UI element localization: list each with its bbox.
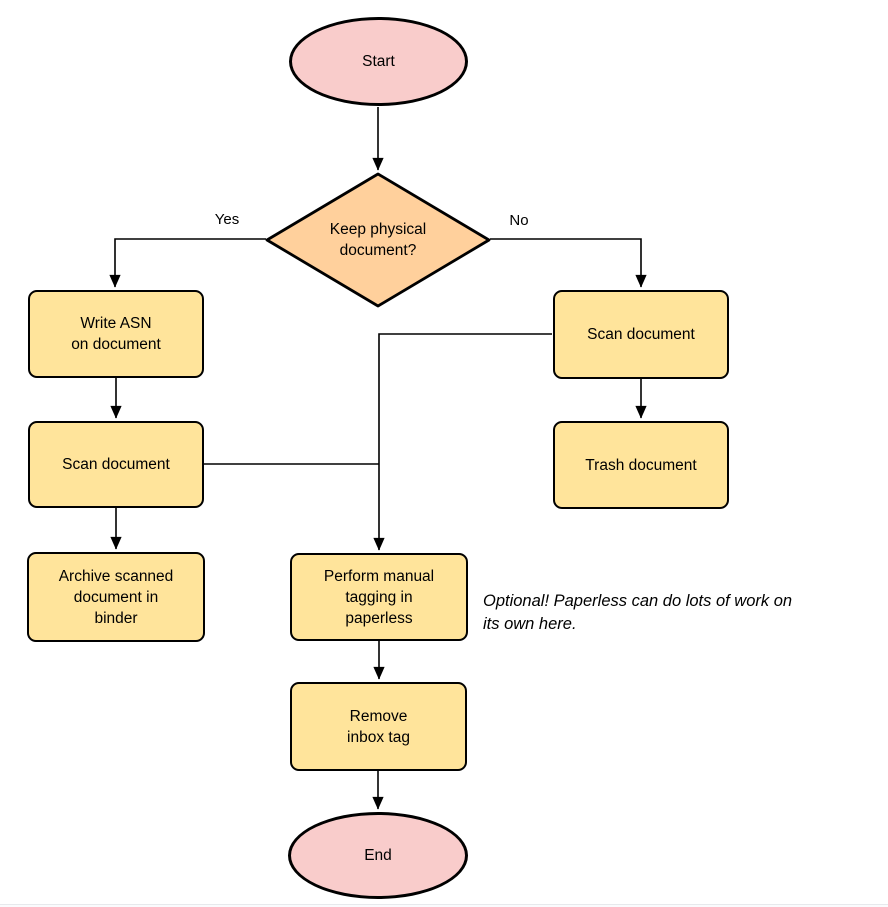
- node-decision-label: Keep physical document?: [329, 221, 427, 259]
- node-scan-document-right: Scan document: [553, 290, 729, 379]
- bottom-divider: [0, 904, 888, 907]
- decision-diamond-shape: [265, 172, 491, 308]
- node-scan-left-label: Scan document: [62, 456, 170, 473]
- node-archive-scanned-document: Archive scanned document in binder: [27, 552, 205, 642]
- edge-label-no: No: [509, 212, 529, 229]
- node-end-label: End: [364, 847, 392, 864]
- node-decision-keep-physical-document: Keep physical document?: [278, 176, 478, 304]
- node-scan-document-left: Scan document: [28, 421, 204, 508]
- node-trash-document: Trash document: [553, 421, 729, 509]
- edge-decision-no-to-scan-right: [490, 238, 647, 288]
- annotation-optional-note: Optional! Paperless can do lots of work …: [483, 592, 793, 633]
- node-start-label: Start: [362, 53, 395, 70]
- node-write-asn-on-document: Write ASN on document: [28, 290, 204, 378]
- node-trash-label: Trash document: [585, 456, 697, 474]
- edge-label-yes: Yes: [214, 211, 240, 228]
- node-archive-label: Archive scanned document in binder: [58, 567, 174, 627]
- edge-decision-yes-to-write-asn: [109, 238, 266, 288]
- node-start: Start: [289, 17, 468, 106]
- node-remove-label: Remove inbox tag: [347, 707, 410, 746]
- node-tagging-label: Perform manual tagging in paperless: [323, 567, 435, 627]
- node-end: End: [288, 812, 468, 899]
- node-perform-manual-tagging: Perform manual tagging in paperless: [290, 553, 468, 641]
- node-remove-inbox-tag: Remove inbox tag: [290, 682, 467, 771]
- edge-scan-right-to-tagging: [373, 333, 552, 551]
- node-scan-right-label: Scan document: [587, 326, 695, 343]
- node-write-asn-label: Write ASN on document: [71, 315, 161, 353]
